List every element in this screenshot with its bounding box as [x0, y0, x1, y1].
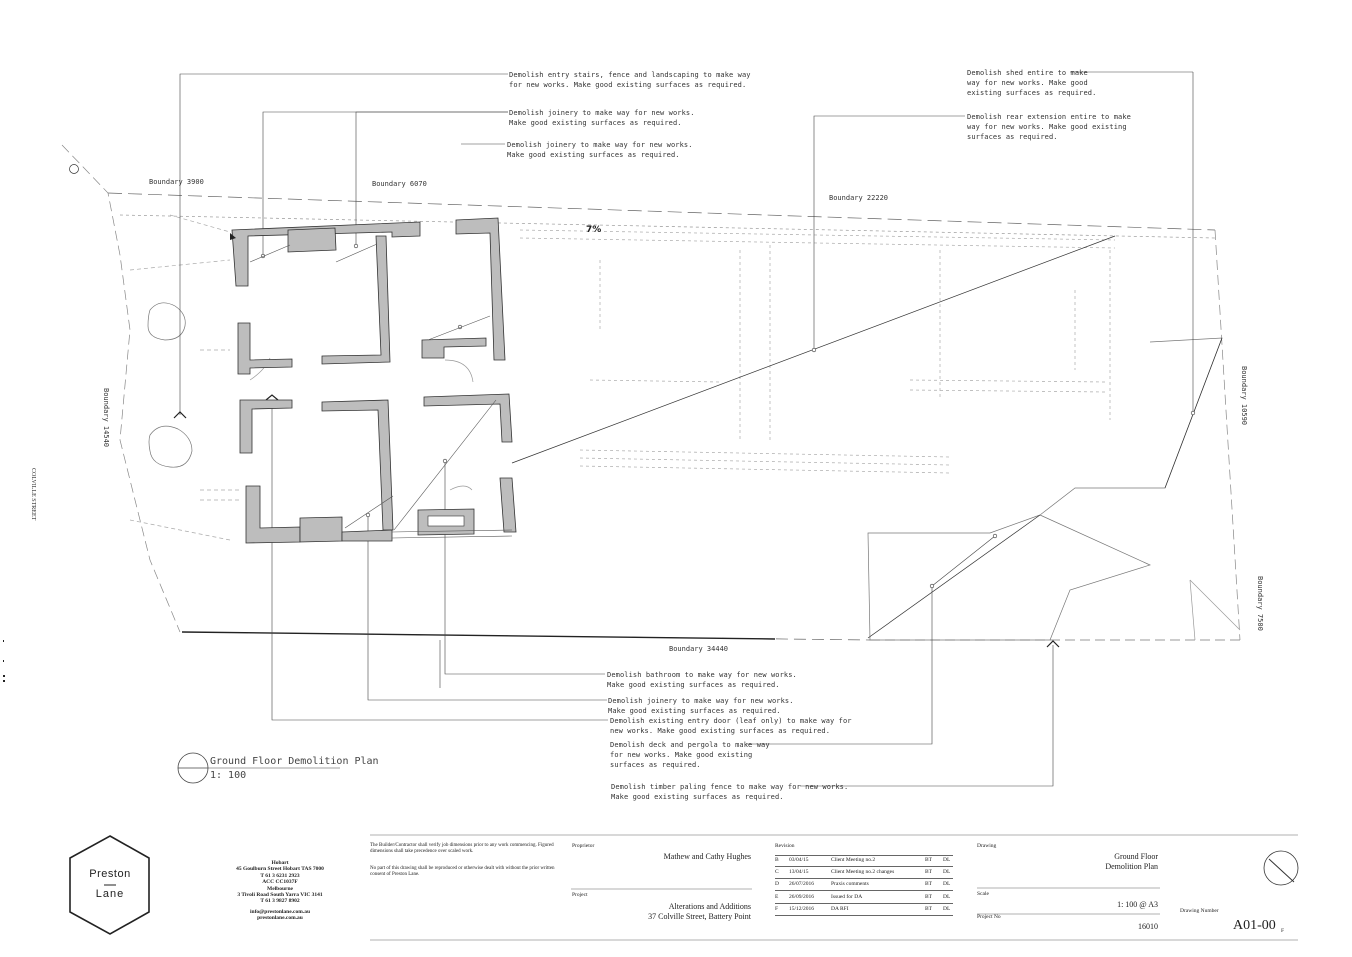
- revision-checked: DL: [943, 894, 951, 900]
- drawing-number: A01-00: [1233, 918, 1276, 933]
- revision-by: BT: [925, 869, 933, 875]
- boundary-34440-label: Boundary 34440: [669, 645, 729, 653]
- logo-text-lane: Lane: [95, 888, 125, 900]
- revision-date: 26/07/2016: [789, 881, 815, 887]
- boundary-3900-label: Boundary 3900: [149, 178, 204, 186]
- revision-row: B 03/04/15 Client Meeting no.2 BT DL: [775, 857, 953, 867]
- revision-divider: [775, 878, 953, 879]
- revision-checked: DL: [943, 881, 951, 887]
- disclaimer-dimensions: The Builder/Contractor shall verify job …: [370, 843, 554, 854]
- boundary-10590-label: Boundary 10590: [1240, 366, 1248, 426]
- note-demolish-joinery-2: Demolish joinery to make way for new wor…: [507, 141, 693, 159]
- note-demolish-entry-door: Demolish existing entry door (leaf only)…: [610, 717, 852, 735]
- revision-description: DA RFI: [831, 906, 849, 912]
- revision-table-top: [775, 855, 953, 856]
- revision-description: Client Meeting no.2: [831, 857, 876, 863]
- revision-by: BT: [925, 894, 933, 900]
- revision-checked: DL: [943, 869, 951, 875]
- svg-text:7%: 7%: [586, 225, 601, 235]
- revision-by: BT: [925, 906, 933, 912]
- revision-divider: [775, 890, 953, 891]
- revision-code: F: [775, 906, 779, 912]
- revision-checked: DL: [943, 857, 951, 863]
- plan-scale: 1: 100: [210, 770, 247, 781]
- scale-value: 1: 100 @ A3: [1117, 900, 1158, 909]
- project-label: Project: [572, 892, 588, 898]
- revision-table-bottom: [775, 915, 953, 916]
- boundary-7500-label: Boundary 7500: [1256, 576, 1264, 631]
- proprietor-label: Proprietor: [572, 843, 595, 849]
- office-melbourne-phone: T 61 3 9827 8902: [260, 898, 300, 905]
- boundary-14540-label: Boundary 14540: [102, 388, 110, 448]
- revision-description: Praxis comments: [831, 881, 869, 887]
- revision-description: Client Meeting no.2 changes: [831, 869, 895, 875]
- revision-divider: [775, 903, 953, 904]
- office-hobart-phone: T 61 3 6231 2923: [260, 872, 300, 879]
- project-title: Alterations and Additions: [668, 902, 751, 911]
- boundary-6070-label: Boundary 6070: [372, 180, 427, 188]
- revision-date: 13/04/15: [789, 869, 809, 875]
- office-acc: ACC CC1037F: [262, 879, 298, 886]
- street-name-label: COLVILLE STREET: [30, 468, 36, 521]
- project-number-label: Project No: [977, 914, 1001, 920]
- revision-row: C 13/04/15 Client Meeting no.2 changes BT DL: [775, 869, 953, 879]
- revision-date: 15/12/2016: [789, 906, 815, 912]
- revision-date: 03/04/15: [789, 857, 809, 863]
- note-demolish-joinery-3: Demolish joinery to make way for new wor…: [608, 697, 794, 715]
- office-web: prestonlane.com.au: [257, 915, 303, 922]
- revision-divider: [775, 866, 953, 867]
- revision-checked: DL: [943, 906, 951, 912]
- revision-label: Revision: [775, 843, 795, 849]
- revision-by: BT: [925, 857, 933, 863]
- revision-date: 26/09/2016: [789, 894, 815, 900]
- disclaimer-copyright: No part of this drawing shall be reprodu…: [370, 866, 555, 877]
- note-demolish-joinery-1: Demolish joinery to make way for new wor…: [509, 109, 695, 127]
- office-contact-block: Hobart 45 Goulburn Street Hobart TAS 700…: [205, 860, 355, 922]
- drawing-label: Drawing: [977, 843, 997, 849]
- drawing-revision: F: [1281, 928, 1285, 934]
- note-demolish-deck-pergola: Demolish deck and pergola to make way fo…: [610, 741, 770, 769]
- note-demolish-rear-extension: Demolish rear extension entire to make w…: [967, 113, 1131, 141]
- revision-row: D 26/07/2016 Praxis comments BT DL: [775, 881, 953, 891]
- office-email: info@prestonlane.com.au: [249, 908, 311, 915]
- note-demolish-paling-fence: Demolish timber paling fence to make way…: [611, 783, 849, 801]
- plan-title: Ground Floor Demolition Plan: [210, 756, 379, 767]
- office-hobart-title: Hobart: [271, 860, 289, 866]
- office-hobart-address: 45 Goulburn Street Hobart TAS 7000: [236, 866, 324, 873]
- project-address: 37 Colville Street, Battery Point: [648, 912, 751, 921]
- revision-description: Issued for DA: [831, 894, 863, 900]
- proprietor-name: Mathew and Cathy Hughes: [663, 852, 751, 861]
- drawing-number-label: Drawing Number: [1180, 908, 1219, 914]
- revision-code: C: [775, 869, 779, 875]
- project-number: 16010: [1138, 922, 1158, 931]
- drawing-title-line2: Demolition Plan: [1105, 862, 1158, 871]
- note-demolish-entry-stairs: Demolish entry stairs, fence and landsca…: [509, 71, 751, 89]
- office-melbourne-title: Melbourne: [267, 885, 293, 892]
- revision-by: BT: [925, 881, 933, 887]
- revision-code: B: [775, 857, 779, 863]
- revision-code: E: [775, 894, 779, 900]
- revision-row: F 15/12/2016 DA RFI BT DL: [775, 906, 953, 916]
- scale-label: Scale: [977, 891, 989, 897]
- office-melbourne-address: 3 Tivoli Road South Yarra VIC 3141: [237, 892, 323, 899]
- note-demolish-bathroom: Demolish bathroom to make way for new wo…: [607, 671, 797, 689]
- revision-code: D: [775, 881, 779, 887]
- revision-row: E 26/09/2016 Issued for DA BT DL: [775, 894, 953, 904]
- boundary-22220-label: Boundary 22220: [829, 194, 889, 202]
- note-demolish-shed: Demolish shed entire to make way for new…: [967, 69, 1097, 97]
- logo-text-preston: Preston: [89, 868, 131, 880]
- drawing-title-line1: Ground Floor: [1114, 852, 1158, 861]
